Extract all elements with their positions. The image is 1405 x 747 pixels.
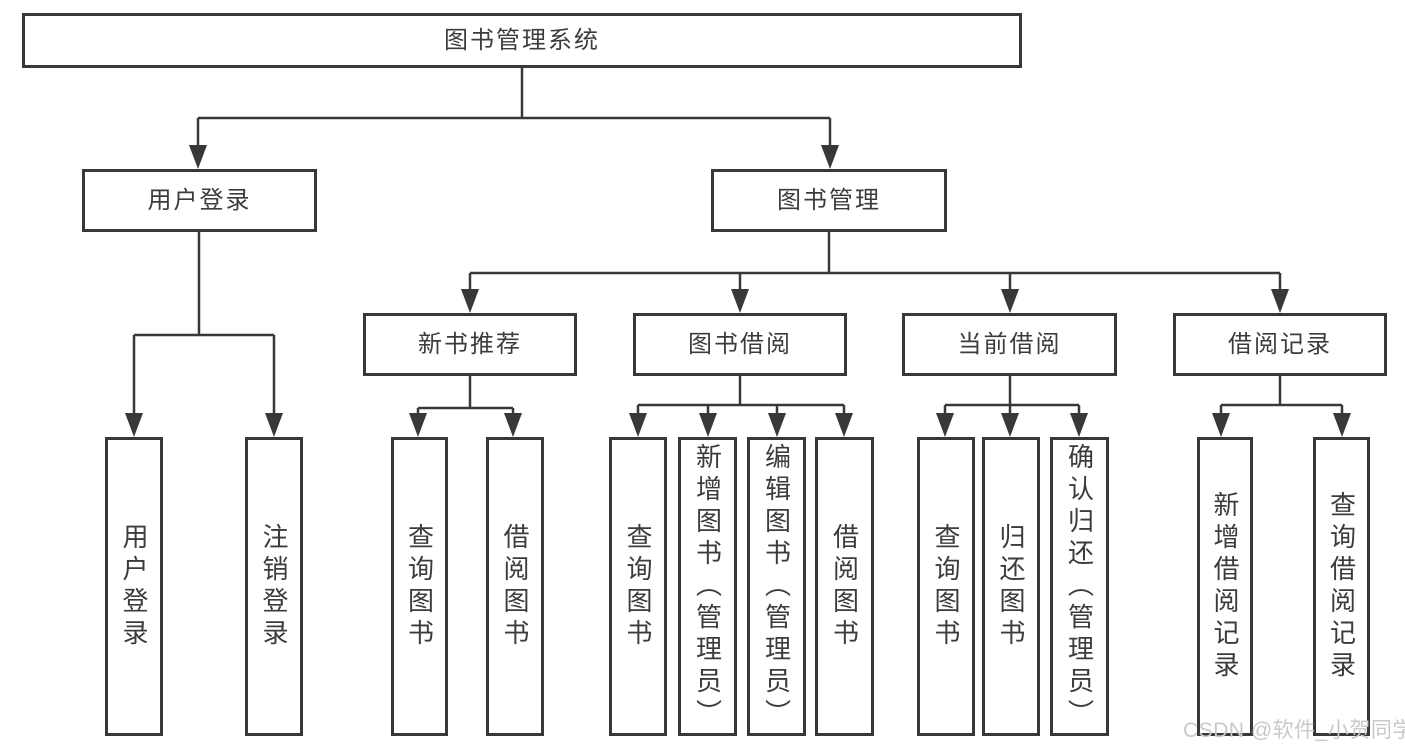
- node-leaf-confirm-return-admin: 确认归还（管理员）: [1050, 437, 1109, 736]
- node-library-management-system: 图书管理系统: [22, 13, 1022, 68]
- node-user-login: 用户登录: [82, 169, 317, 232]
- node-leaf-query-books-recommend: 查询图书: [391, 437, 448, 736]
- node-new-book-recommendation: 新书推荐: [363, 313, 577, 376]
- node-book-management: 图书管理: [711, 169, 947, 232]
- node-leaf-borrow-books-recommend: 借阅图书: [486, 437, 544, 736]
- node-leaf-return-books: 归还图书: [982, 437, 1040, 736]
- node-leaf-add-borrow-record: 新增借阅记录: [1197, 437, 1253, 736]
- node-leaf-query-books-borrow: 查询图书: [609, 437, 667, 736]
- node-leaf-query-books-current: 查询图书: [917, 437, 975, 736]
- node-leaf-edit-books-admin: 编辑图书（管理员）: [747, 437, 806, 736]
- node-current-borrowing: 当前借阅: [902, 313, 1117, 376]
- node-leaf-borrow-books: 借阅图书: [815, 437, 874, 736]
- node-leaf-query-borrow-record: 查询借阅记录: [1313, 437, 1370, 736]
- csdn-watermark: CSDN @软件_小贺同学: [1183, 719, 1405, 742]
- node-leaf-logout: 注销登录: [245, 437, 303, 736]
- arrowheads: [125, 145, 1351, 437]
- node-leaf-add-books-admin: 新增图书（管理员）: [678, 437, 737, 736]
- node-borrowing-records: 借阅记录: [1173, 313, 1387, 376]
- node-leaf-user-login: 用户登录: [105, 437, 163, 736]
- node-book-borrowing: 图书借阅: [633, 313, 847, 376]
